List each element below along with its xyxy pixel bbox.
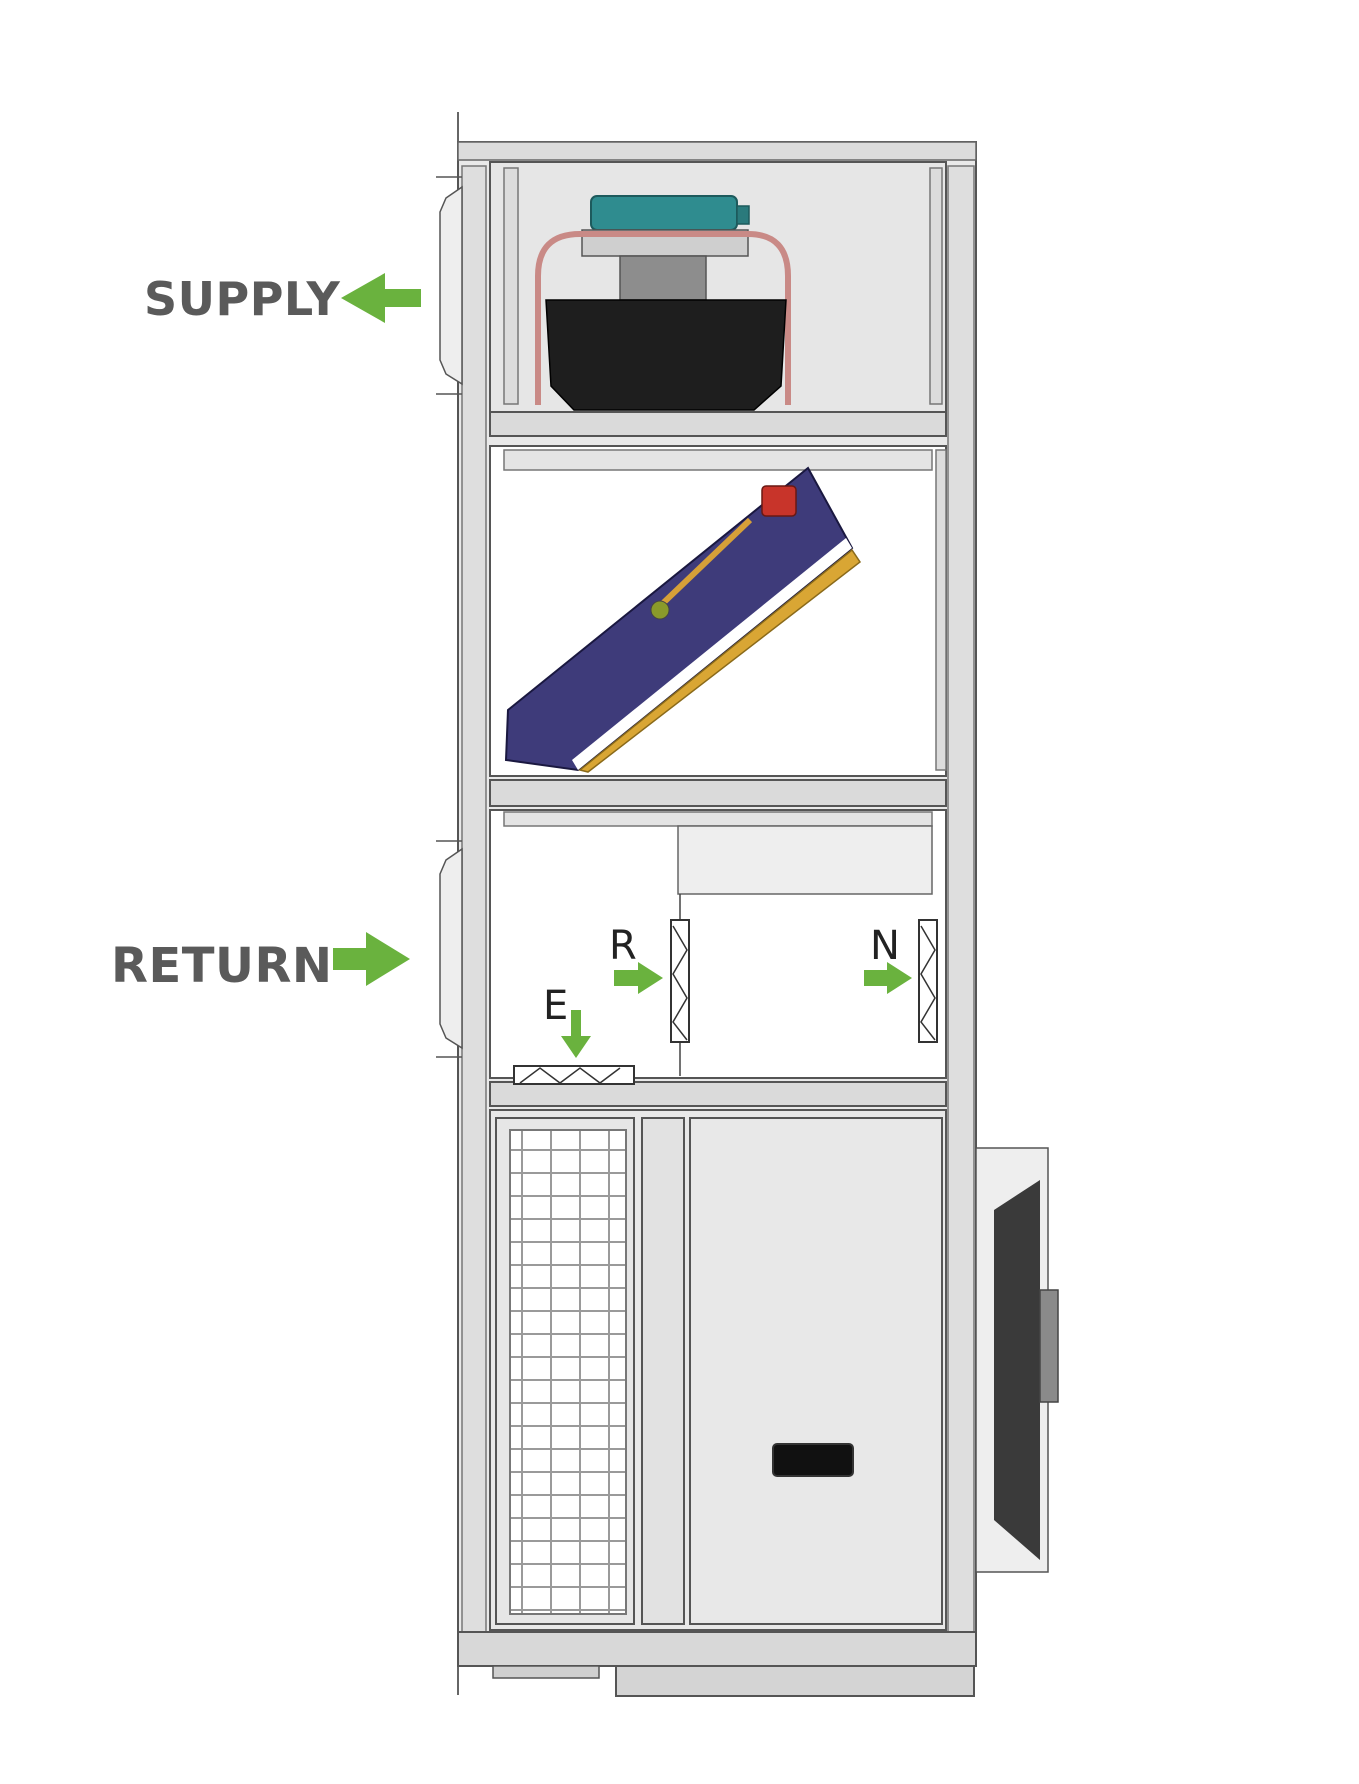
return-arrow	[333, 932, 410, 986]
return-label: RETURN	[111, 938, 333, 994]
e-label: E	[543, 983, 569, 1029]
r-airflow-arrow	[614, 962, 663, 994]
exhaust-damper	[513, 1065, 635, 1085]
e-airflow-arrow	[561, 1010, 591, 1058]
expansion-valve	[650, 485, 797, 620]
fan-housing	[545, 255, 787, 411]
return-air-damper	[670, 919, 690, 1043]
supply-arrow	[341, 273, 421, 323]
return-collar	[436, 840, 463, 1058]
cooling-coil	[504, 466, 862, 773]
outside-air-damper	[918, 919, 938, 1043]
fan-motor	[581, 195, 750, 257]
supply-collar	[436, 176, 463, 395]
control-display	[772, 1443, 854, 1477]
fan-rail	[535, 231, 791, 405]
n-label: N	[870, 923, 900, 969]
supply-label: SUPPLY	[144, 272, 341, 326]
intake-grille	[509, 1129, 627, 1615]
r-label: R	[609, 923, 637, 969]
n-airflow-arrow	[864, 962, 912, 994]
mixing-section	[489, 809, 947, 1107]
condenser-fan	[975, 1147, 1059, 1573]
